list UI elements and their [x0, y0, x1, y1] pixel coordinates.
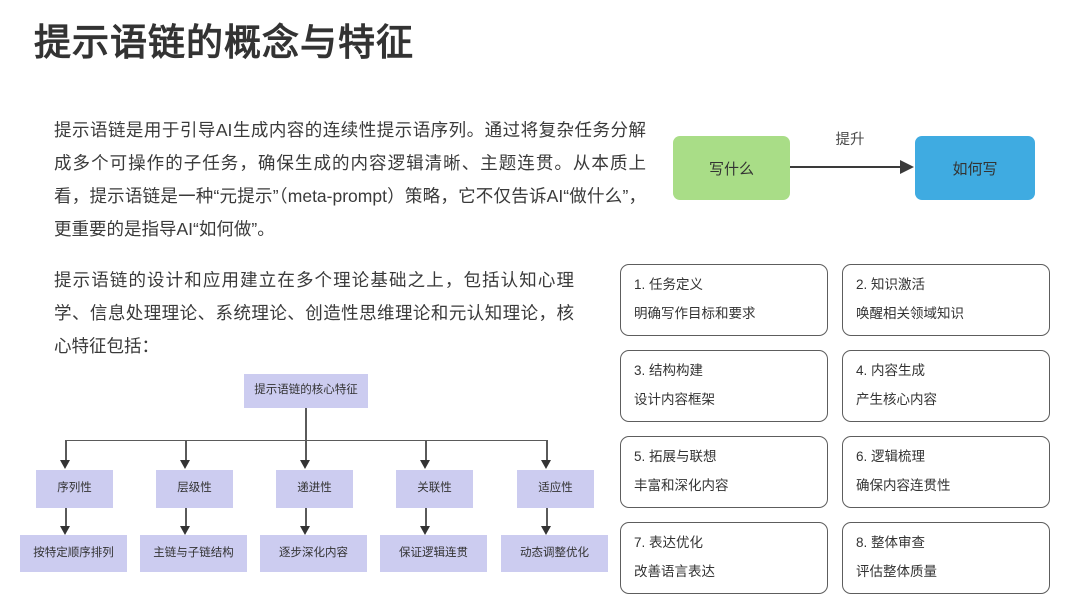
arrow-down-icon — [300, 526, 310, 535]
stage-card-description: 改善语言表达 — [634, 563, 715, 579]
tree-branch-drop — [546, 440, 548, 460]
arrow-down-icon — [300, 460, 310, 469]
tree-leaf-node: 主链与子链结构 — [140, 535, 247, 572]
tree-leaf-connector — [425, 508, 427, 526]
stage-card-description: 设计内容框架 — [634, 391, 715, 407]
stage-card-heading: 1. 任务定义 — [634, 277, 704, 292]
tree-leaf-connector — [546, 508, 548, 526]
tree-leaf-node: 保证逻辑连贯 — [380, 535, 487, 572]
stage-card-heading: 6. 逻辑梳理 — [856, 449, 926, 464]
feature-tree-diagram: 提示语链的核心特征 序列性 按特定顺序排列 层级性 主链与子链结构 递进性 逐步… — [0, 368, 610, 608]
arrow-down-icon — [541, 526, 551, 535]
stage-card-heading: 8. 整体审查 — [856, 535, 926, 550]
stage-card-heading: 4. 内容生成 — [856, 363, 926, 378]
stage-card: 5. 拓展与联想 丰富和深化内容 — [620, 436, 828, 508]
stage-card-description: 评估整体质量 — [856, 563, 937, 579]
stage-card-grid: 1. 任务定义 明确写作目标和要求 2. 知识激活 唤醒相关领域知识 3. 结构… — [620, 264, 1050, 594]
stage-card-description: 丰富和深化内容 — [634, 477, 729, 493]
flow-diagram: 写什么 提升 如何写 — [660, 120, 1060, 215]
stage-card: 1. 任务定义 明确写作目标和要求 — [620, 264, 828, 336]
tree-leaf-connector — [185, 508, 187, 526]
tree-mid-node: 层级性 — [156, 470, 233, 508]
stage-card-heading: 5. 拓展与联想 — [634, 449, 717, 464]
tree-root-stem — [305, 408, 307, 440]
flow-node-what-to-write: 写什么 — [673, 136, 790, 200]
tree-mid-node: 递进性 — [276, 470, 353, 508]
tree-leaf-node: 逐步深化内容 — [260, 535, 367, 572]
tree-root-node: 提示语链的核心特征 — [244, 374, 368, 408]
body-paragraph-theory: 提示语链的设计和应用建立在多个理论基础之上，包括认知心理学、信息处理理论、系统理… — [54, 270, 574, 356]
stage-card: 7. 表达优化 改善语言表达 — [620, 522, 828, 594]
stage-card-heading: 2. 知识激活 — [856, 277, 926, 292]
stage-card-description: 确保内容连贯性 — [856, 477, 951, 493]
tree-branch-drop — [305, 440, 307, 460]
tree-mid-node: 序列性 — [36, 470, 113, 508]
flow-arrow-label: 提升 — [835, 132, 865, 148]
stage-card-heading: 3. 结构构建 — [634, 363, 704, 378]
flow-node-how-to-write: 如何写 — [915, 136, 1035, 200]
arrow-down-icon — [60, 460, 70, 469]
stage-card-heading: 7. 表达优化 — [634, 535, 704, 550]
arrow-down-icon — [420, 526, 430, 535]
tree-leaf-node: 按特定顺序排列 — [20, 535, 127, 572]
tree-branch-drop — [425, 440, 427, 460]
arrow-down-icon — [60, 526, 70, 535]
stage-card: 3. 结构构建 设计内容框架 — [620, 350, 828, 422]
arrow-down-icon — [180, 526, 190, 535]
tree-branch-drop — [65, 440, 67, 460]
stage-card: 8. 整体审查 评估整体质量 — [842, 522, 1050, 594]
stage-card-description: 唤醒相关领域知识 — [856, 305, 964, 321]
body-paragraph-definition: 提示语链是用于引导AI生成内容的连续性提示语序列。通过将复杂任务分解成多个可操作… — [54, 120, 646, 239]
stage-card: 2. 知识激活 唤醒相关领域知识 — [842, 264, 1050, 336]
arrow-down-icon — [420, 460, 430, 469]
tree-branch-drop — [185, 440, 187, 460]
tree-leaf-node: 动态调整优化 — [501, 535, 608, 572]
arrow-down-icon — [180, 460, 190, 469]
stage-card-description: 明确写作目标和要求 — [634, 305, 756, 321]
flow-arrow-line — [790, 166, 902, 168]
tree-mid-node: 适应性 — [517, 470, 594, 508]
arrow-down-icon — [541, 460, 551, 469]
stage-card-description: 产生核心内容 — [856, 391, 937, 407]
stage-card: 4. 内容生成 产生核心内容 — [842, 350, 1050, 422]
page-title: 提示语链的概念与特征 — [34, 22, 414, 63]
stage-card: 6. 逻辑梳理 确保内容连贯性 — [842, 436, 1050, 508]
arrow-right-icon — [900, 160, 914, 174]
tree-leaf-connector — [65, 508, 67, 526]
tree-leaf-connector — [305, 508, 307, 526]
tree-mid-node: 关联性 — [396, 470, 473, 508]
